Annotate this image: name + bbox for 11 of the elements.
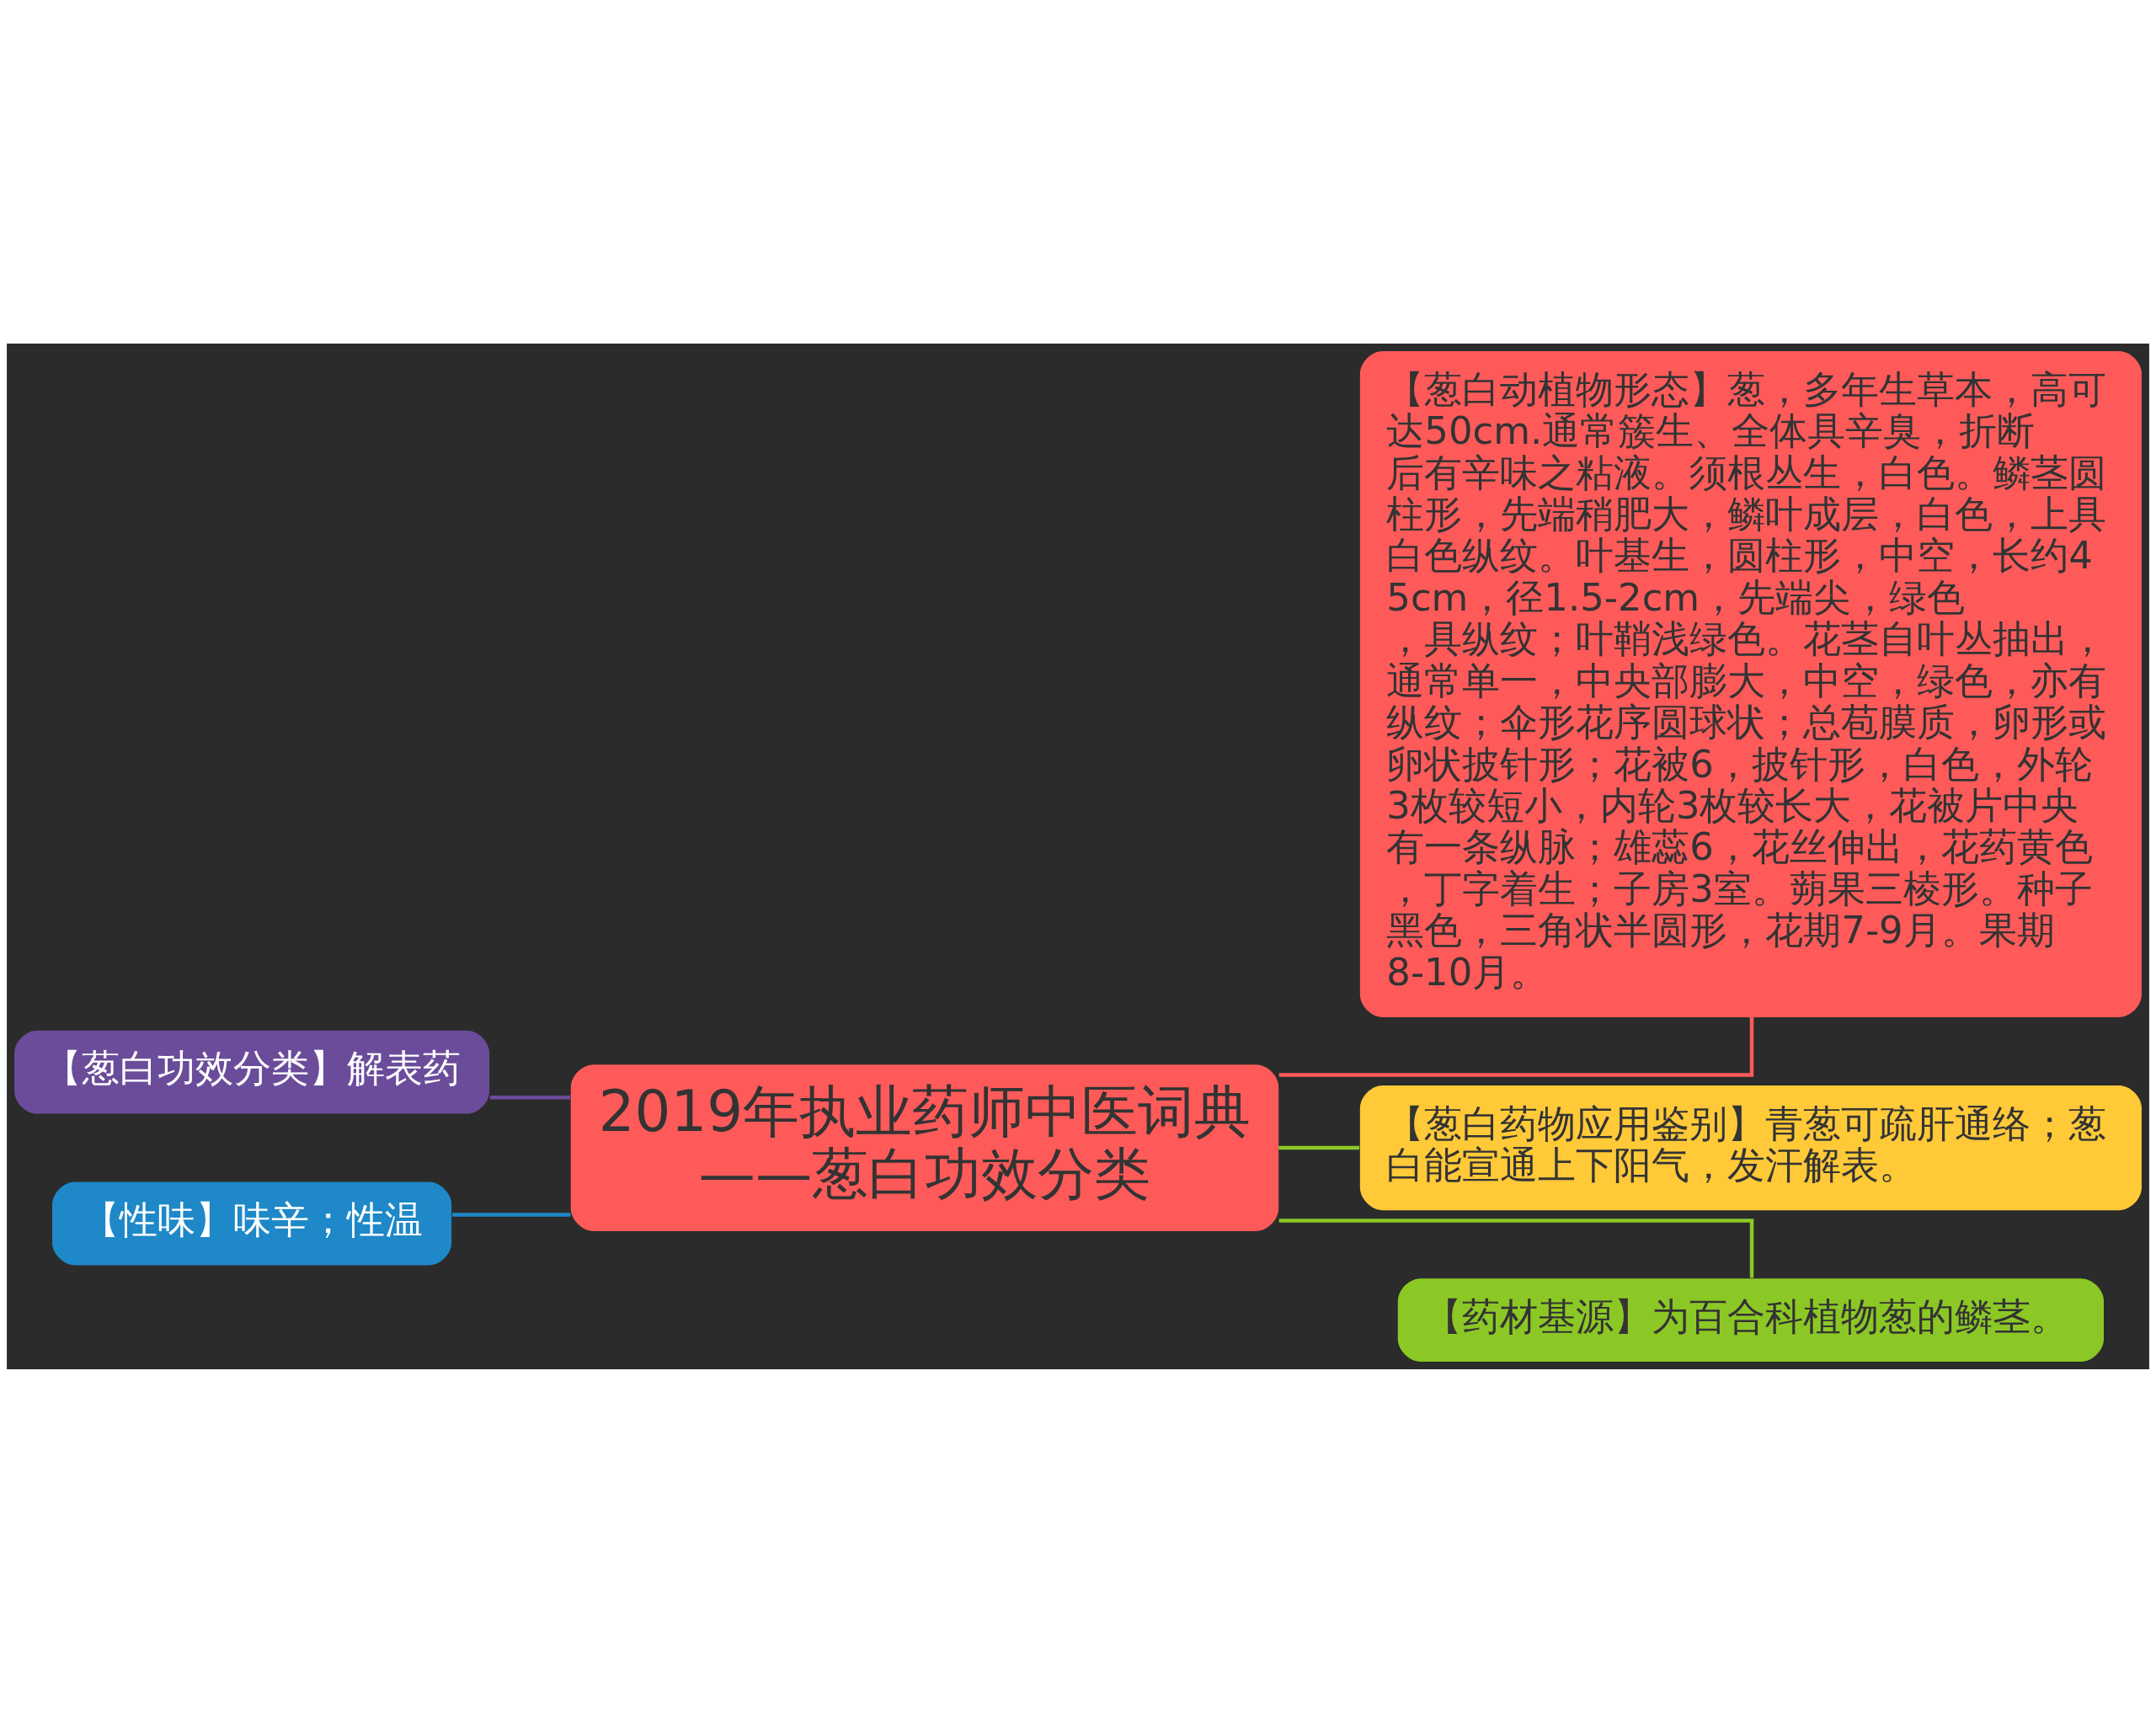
connector — [1278, 1145, 1360, 1149]
node-box: 【葱白动植物形态】葱，多年生草本，高可达50cm.通常簇生、全体具辛臭，折断后有辛味之粘液。须根丛生，白色。鳞茎圆柱形，先端稍肥大，鳞叶成层，白色，上具白色纵纹。叶基生，圆柱形，中空，长约45cm，径1.5-2cm，先端尖，绿色，具纵纹；叶鞘浅绿色。花茎自叶丛抽出，通常单一，中央部膨大，中空，绿色，亦有纵纹；伞形花序圆球状；总苞膜质，卵形或卵状披针形；花被6，披针形，白色，外轮3枚较短小，内轮3枚较长大，花被片中央有一条纵脉；雄蕊6，花丝伸出，花药黄色，丁字着生；子房3室。蒴果三棱形。种子黑色，三角状半圆形，花期7-9月。果期8-10月。 — [1359, 350, 2142, 1017]
node-box: 2019年执业药师中医词典——葱白功效分类 — [570, 1064, 1279, 1231]
connector — [452, 1212, 571, 1217]
connector — [489, 1095, 571, 1099]
node-box: 【药材基源】为百合科植物葱的鳞茎。 — [1397, 1277, 2104, 1362]
node-box: 【葱白功效分类】解表药 — [14, 1030, 490, 1114]
node-box: 【性味】味辛；性温 — [52, 1181, 452, 1265]
node-box: 【葱白药物应用鉴别】青葱可疏肝通络；葱白能宣通上下阳气，发汗解表。 — [1359, 1085, 2142, 1210]
connector — [1278, 1218, 1754, 1278]
connector — [1278, 1016, 1754, 1077]
